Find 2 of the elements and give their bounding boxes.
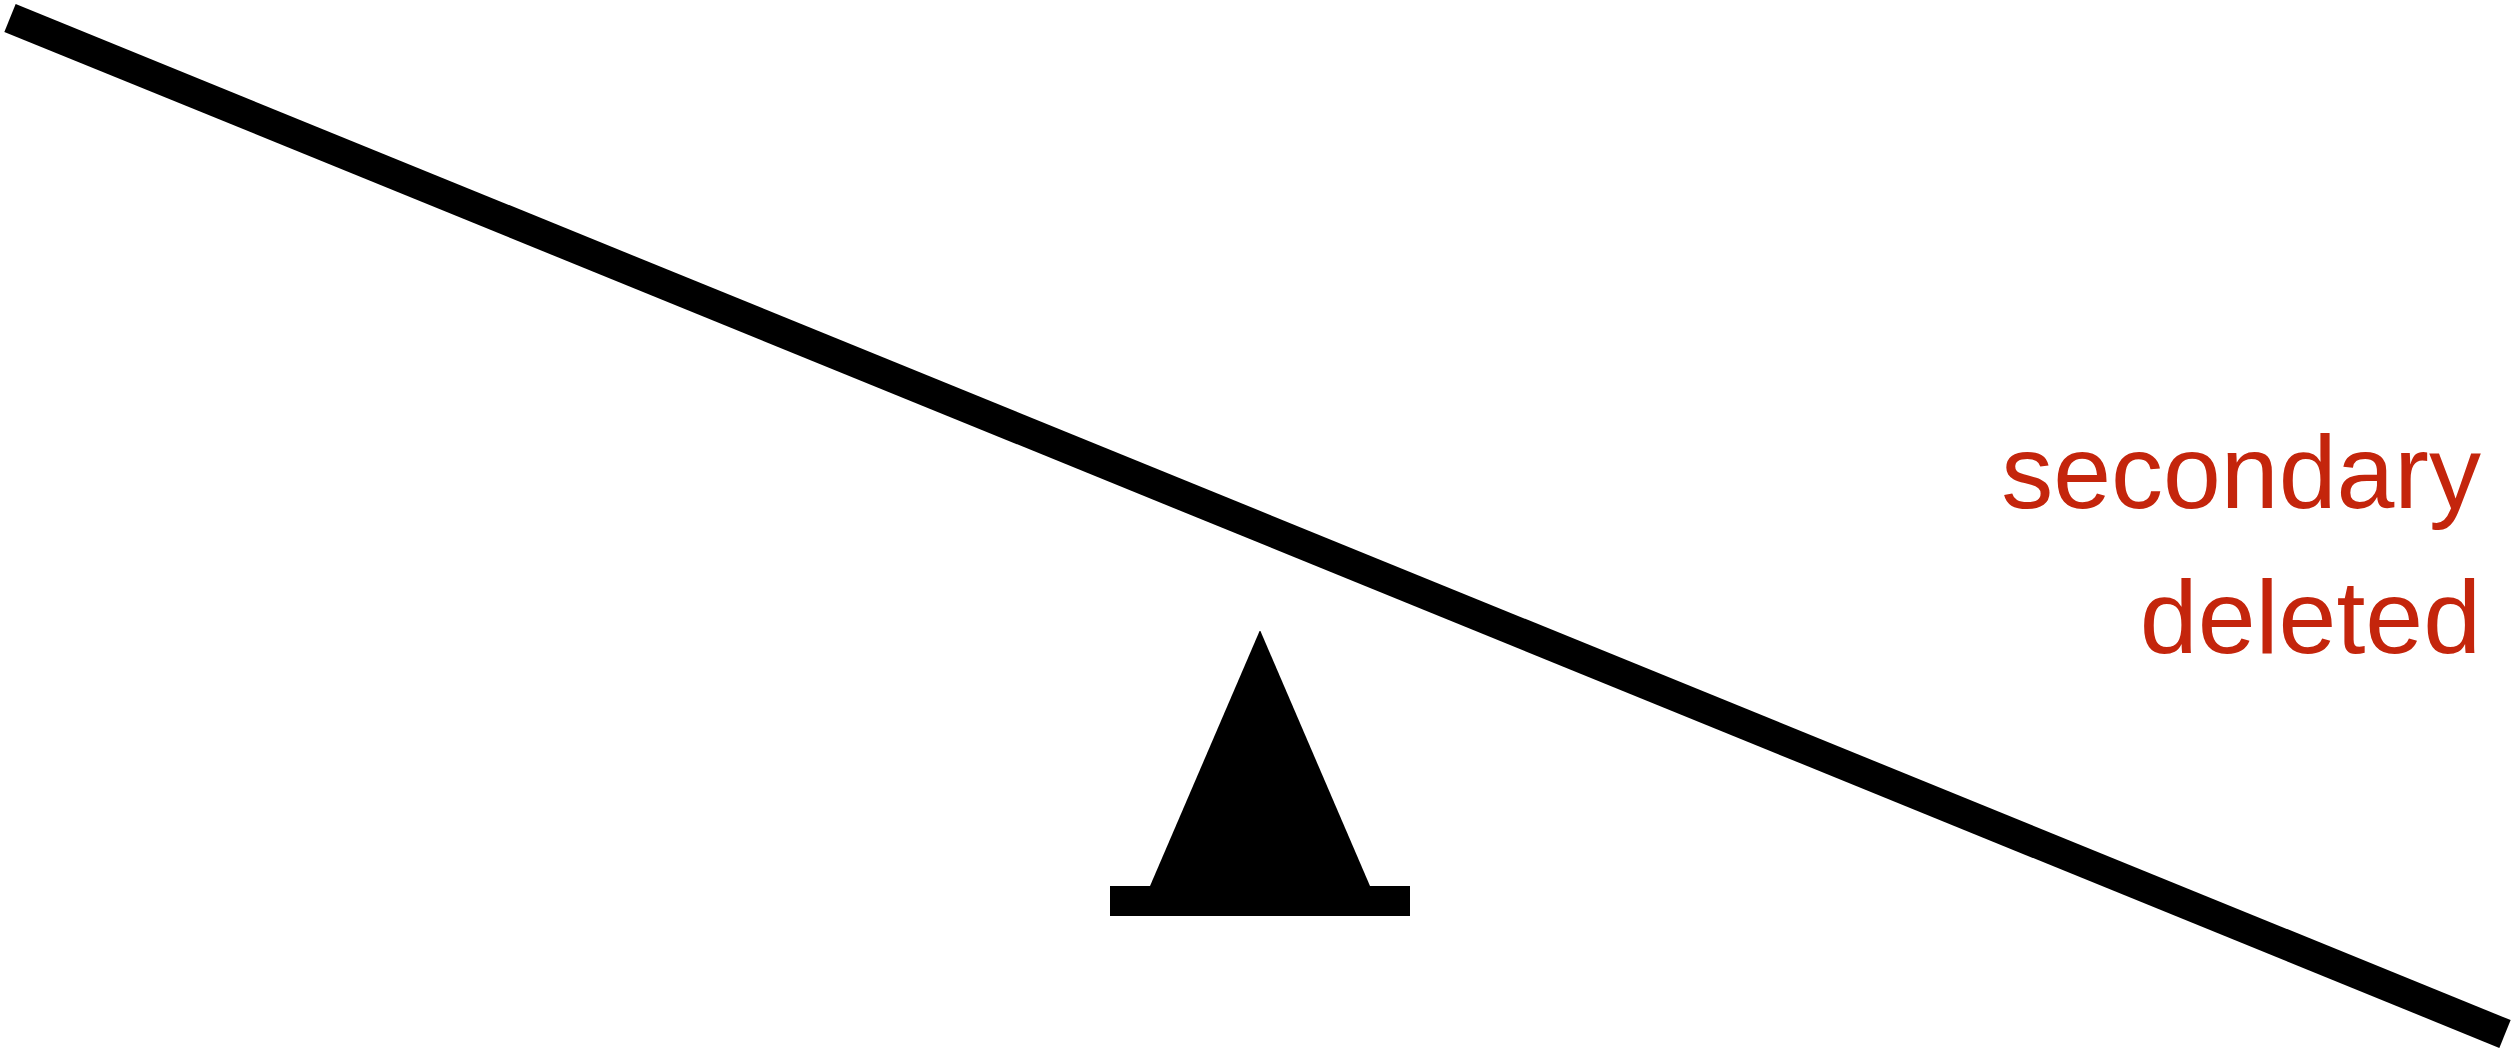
annotation-text: deleted	[2139, 559, 2481, 675]
annotation-text: secondary	[2001, 414, 2481, 530]
